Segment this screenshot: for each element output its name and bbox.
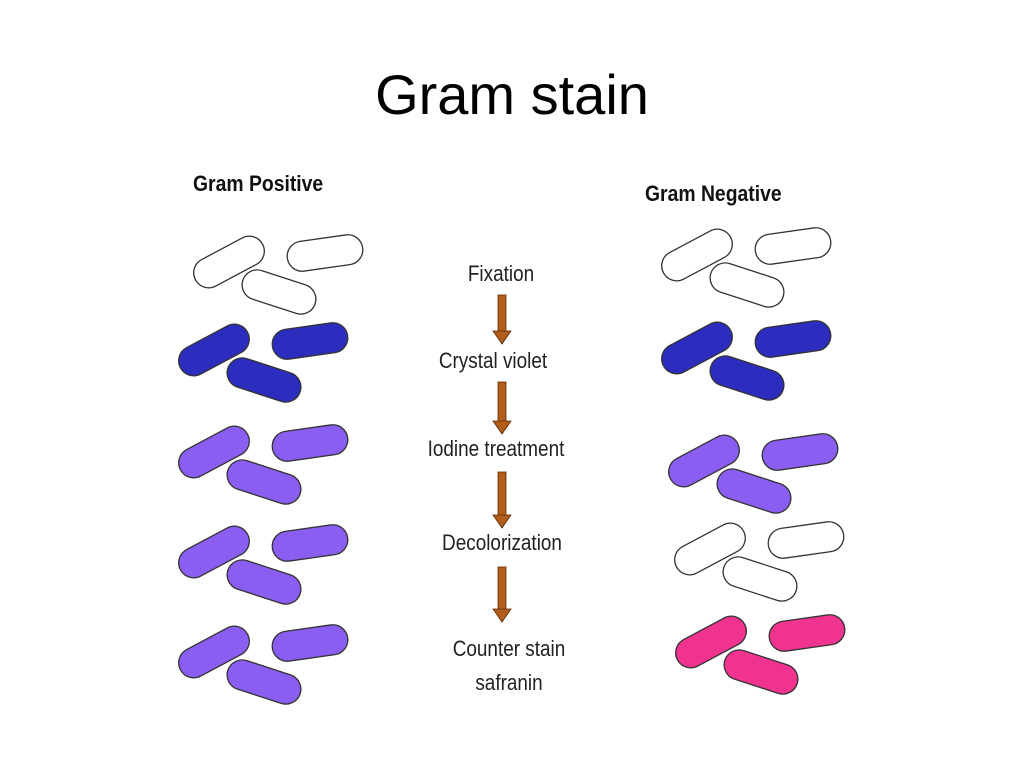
- gram-positive-rod-4-3: [226, 559, 302, 605]
- gram-negative-rod-1-3: [709, 262, 785, 308]
- gram-negative-rod-2-3: [709, 355, 785, 401]
- gram-negative-rod-3-3: [716, 468, 792, 514]
- arrow-head-1: [492, 330, 512, 345]
- gram-positive-rod-5-3: [226, 659, 302, 705]
- gram-negative-rod-4-3: [722, 556, 798, 602]
- gram-positive-rod-1-1: [193, 235, 265, 289]
- gram-positive-rod-5-2: [271, 624, 349, 662]
- gram-positive-heading: Gram Positive: [193, 171, 324, 196]
- gram-positive-rod-1-3: [241, 269, 317, 315]
- gram-negative-rod-1-1: [661, 228, 733, 282]
- gram-negative-rod-5-1: [675, 615, 747, 669]
- step-label-crystal-violet: Crystal violet: [438, 348, 548, 373]
- arrow-shaft-4: [497, 566, 507, 611]
- gram-negative-rod-2-1: [661, 321, 733, 375]
- gram-positive-rod-2-1: [178, 323, 250, 377]
- gram-negative-rod-2-2: [754, 320, 832, 358]
- process-arrows: [492, 294, 512, 623]
- step-label-fixation: Fixation: [467, 261, 535, 286]
- gram-positive-rod-2-3: [226, 357, 302, 403]
- gram-positive-rod-4-1: [178, 525, 250, 579]
- gram-negative-rod-3-1: [668, 434, 740, 488]
- gram-positive-rod-3-3: [226, 459, 302, 505]
- gram-negative-rod-5-2: [768, 614, 846, 652]
- gram-positive-rod-3-2: [271, 424, 349, 462]
- arrow-shaft-2: [497, 381, 507, 423]
- gram-positive-rod-5-1: [178, 625, 250, 679]
- gram-positive-rod-1-2: [286, 234, 364, 272]
- gram-positive-rod-3-1: [178, 425, 250, 479]
- gram-positive-rod-4-2: [271, 524, 349, 562]
- bacteria-groups: [178, 227, 846, 705]
- page-title: Gram stain: [375, 63, 649, 126]
- arrow-head-3: [492, 514, 512, 529]
- arrow-head-4: [492, 608, 512, 623]
- gram-negative-rod-5-3: [723, 649, 799, 695]
- step-label-decolorization: Decolorization: [442, 530, 562, 555]
- arrow-shaft-1: [497, 294, 507, 333]
- gram-negative-rod-4-1: [674, 522, 746, 576]
- gram-negative-rod-4-2: [767, 521, 845, 559]
- gram-negative-rod-1-2: [754, 227, 832, 265]
- arrow-shaft-3: [497, 471, 507, 517]
- gram-positive-rod-2-2: [271, 322, 349, 360]
- arrow-head-2: [492, 420, 512, 435]
- gram-negative-heading: Gram Negative: [645, 181, 782, 206]
- gram-negative-rod-3-2: [761, 433, 839, 471]
- step-label-iodine-treatment: Iodine treatment: [427, 436, 565, 461]
